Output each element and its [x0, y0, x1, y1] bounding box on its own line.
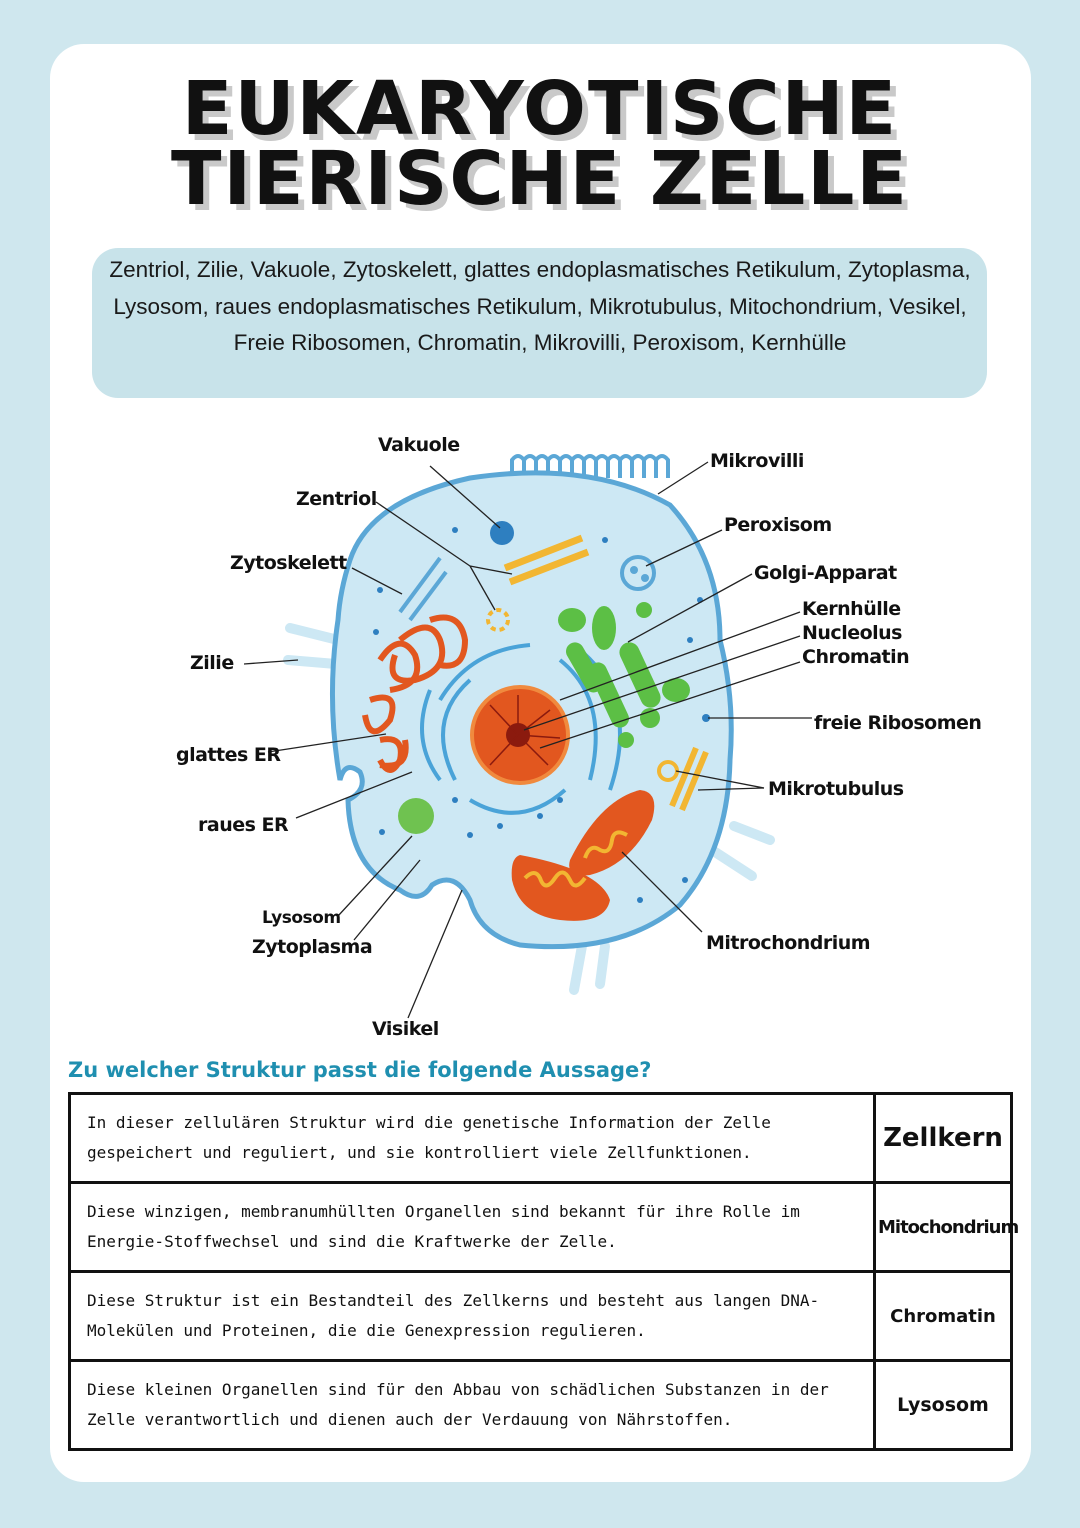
label-freie-ribosomen: freie Ribosomen — [814, 712, 981, 734]
statement-cell: Diese winzigen, membranumhüllten Organel… — [70, 1183, 875, 1272]
statement-cell: In dieser zellulären Struktur wird die g… — [70, 1094, 875, 1183]
label-peroxisom: Peroxisom — [724, 514, 832, 536]
table-row: In dieser zellulären Struktur wird die g… — [70, 1094, 1012, 1183]
label-golgi-apparat: Golgi-Apparat — [754, 562, 897, 584]
label-zytoplasma: Zytoplasma — [252, 936, 372, 958]
label-zytoskelett: Zytoskelett — [230, 552, 347, 574]
label-chromatin: Chromatin — [802, 646, 909, 668]
label-mikrovilli: Mikrovilli — [710, 450, 804, 472]
answer-cell: Zellkern — [875, 1094, 1012, 1183]
table-row: Diese kleinen Organellen sind für den Ab… — [70, 1361, 1012, 1450]
answer-cell: Lysosom — [875, 1361, 1012, 1450]
label-lysosom: Lysosom — [262, 908, 341, 928]
label-raues-er: raues ER — [198, 814, 288, 836]
label-vakuole: Vakuole — [378, 434, 460, 456]
table-row: Diese winzigen, membranumhüllten Organel… — [70, 1183, 1012, 1272]
label-mitochondrium: Mitrochondrium — [706, 932, 870, 954]
qa-table: In dieser zellulären Struktur wird die g… — [68, 1092, 1013, 1451]
answer-cell: Mitochondrium — [875, 1183, 1012, 1272]
label-nucleolus: Nucleolus — [802, 622, 902, 644]
statement-cell: Diese Struktur ist ein Bestandteil des Z… — [70, 1272, 875, 1361]
label-kernhuelle: Kernhülle — [802, 598, 901, 620]
label-visikel: Visikel — [372, 1018, 439, 1040]
label-zilie: Zilie — [190, 652, 234, 674]
label-zentriol: Zentriol — [296, 488, 377, 510]
label-glattes-er: glattes ER — [176, 744, 281, 766]
statement-cell: Diese kleinen Organellen sind für den Ab… — [70, 1361, 875, 1450]
lysosome — [398, 798, 434, 834]
question-heading: Zu welcher Struktur passt die folgende A… — [68, 1058, 651, 1082]
label-mikrotubulus: Mikrotubulus — [768, 778, 904, 800]
table-row: Diese Struktur ist ein Bestandteil des Z… — [70, 1272, 1012, 1361]
answer-cell: Chromatin — [875, 1272, 1012, 1361]
